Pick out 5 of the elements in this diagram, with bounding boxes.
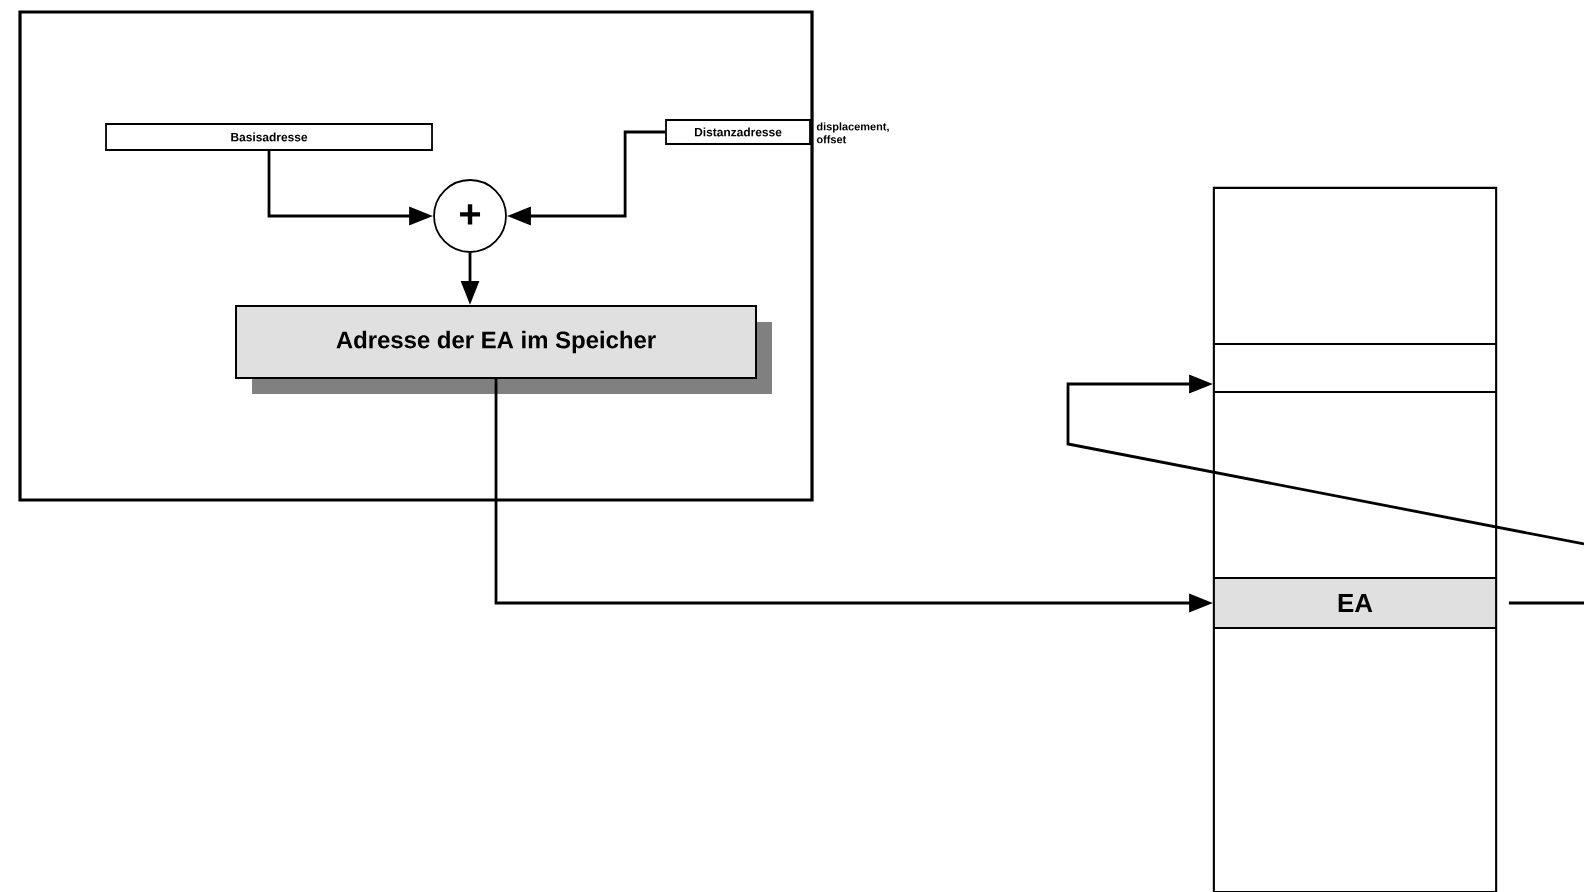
- arrow: [1066, 374, 1584, 546]
- memory-cell: [1213, 627, 1497, 892]
- memory-cell: [1213, 343, 1497, 393]
- memory-cell: EA: [1213, 577, 1497, 629]
- address-box: Adresse der EA im Speicher: [235, 305, 772, 394]
